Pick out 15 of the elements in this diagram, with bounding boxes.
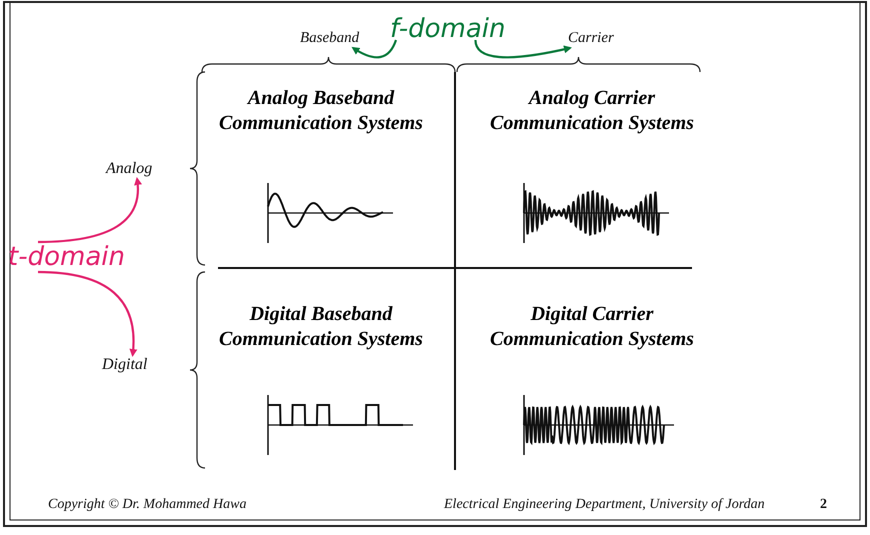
arrow (38, 270, 138, 357)
cell-title: Digital Carrier Communication Systems (487, 302, 697, 352)
cell-title: Analog Baseband Communication Systems (216, 86, 426, 136)
arrow (38, 177, 142, 244)
column-heading: Carrier (568, 30, 614, 47)
row-heading: Analog (106, 160, 152, 178)
footer-note: Electrical Engineering Department, University of Jordan (444, 497, 765, 513)
cell-title: Analog Carrier Communication Systems (487, 86, 697, 136)
handwritten-note: f-domain (390, 14, 506, 44)
copyright-note: Copyright © Dr. Mohammed Hawa (48, 497, 246, 513)
row-heading: Digital (102, 356, 148, 374)
cell-title: Digital Baseband Communication Systems (216, 302, 426, 352)
arrow (351, 40, 398, 58)
column-heading: Baseband (300, 30, 360, 47)
page-number: 2 (820, 497, 827, 513)
